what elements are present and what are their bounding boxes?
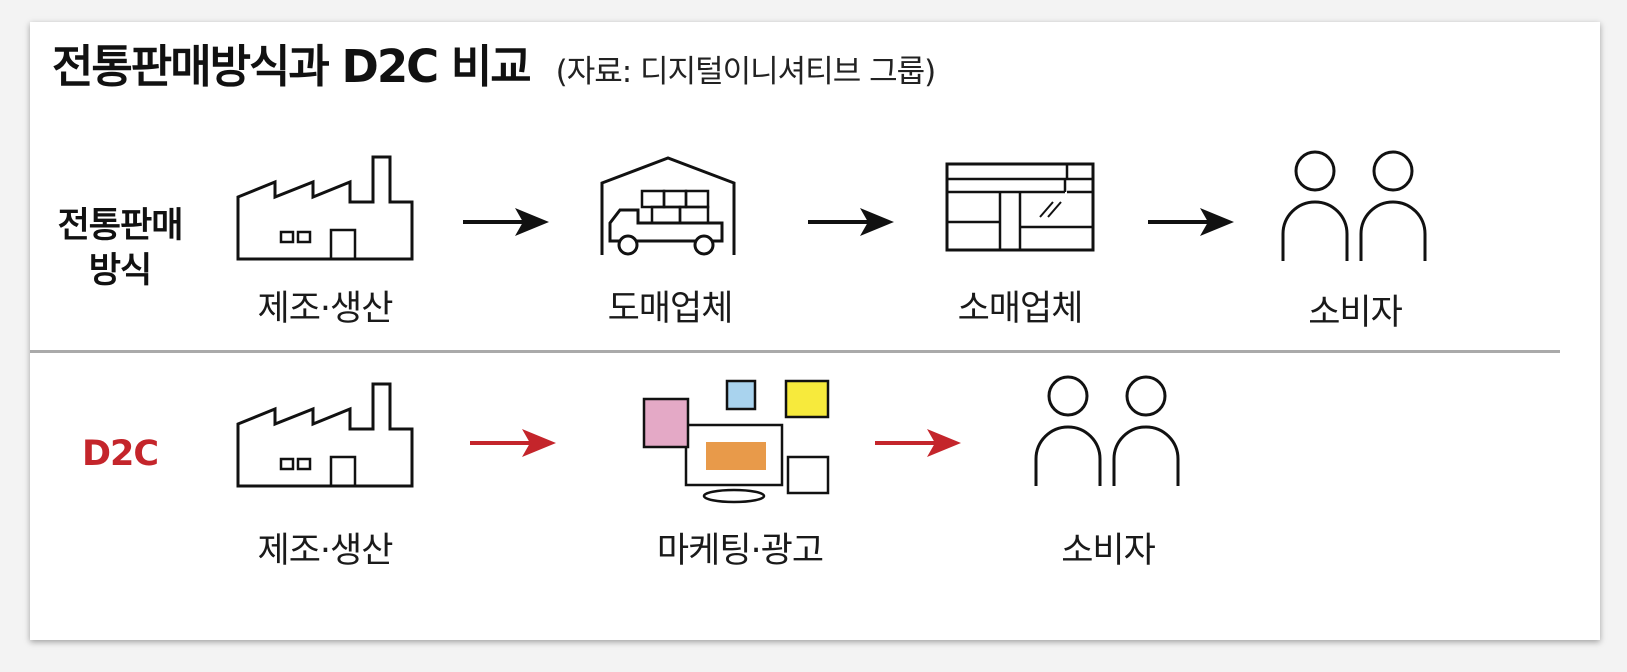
d2c-step-consumer-label: 소비자 [1061,531,1156,571]
people-icon [1034,375,1180,486]
truck-warehouse-icon [600,156,736,256]
factory-icon [236,382,414,488]
page-title: 전통판매방식과 D2C 비교 [52,40,532,93]
arrow-icon [808,208,894,236]
traditional-label-line1: 전통판매 [57,206,184,246]
arrow-icon [463,208,549,236]
arrow-icon [1148,208,1234,236]
step-manufacturing-label: 제조·생산 [257,289,394,329]
factory-icon [236,155,414,261]
red-arrow-icon [875,429,961,457]
row-divider [30,350,1560,353]
traditional-label-line2: 방식 [88,251,152,291]
source-note: (자료: 디지털이니셔티브 그룹) [555,54,937,90]
step-wholesaler-label: 도매업체 [607,289,734,329]
d2c-row-label: D2C [81,434,159,474]
marketing-screen-icon [642,379,830,504]
traditional-row-label: 전통판매 방식 [40,204,200,294]
title-row: 전통판매방식과 D2C 비교 (자료: 디지털이니셔티브 그룹) [52,30,937,95]
d2c-step-marketing-label: 마케팅·광고 [656,531,824,571]
people-icon [1281,150,1427,261]
comparison-card: 전통판매방식과 D2C 비교 (자료: 디지털이니셔티브 그룹) 전통판매 방식… [30,22,1600,640]
red-arrow-icon [470,429,556,457]
step-consumer-label: 소비자 [1308,293,1403,333]
store-floorplan-icon [945,162,1095,252]
d2c-step-manufacturing-label: 제조·생산 [257,531,394,571]
step-retailer-label: 소매업체 [957,289,1084,329]
